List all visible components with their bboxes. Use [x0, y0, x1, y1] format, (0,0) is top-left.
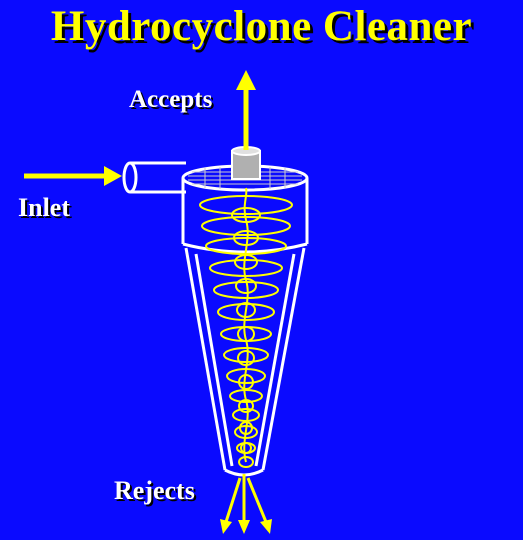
- accepts-label: Accepts: [129, 86, 213, 113]
- inlet-label: Inlet: [18, 193, 70, 222]
- vortex-finder: [231, 146, 261, 180]
- spiral-flow: [199, 187, 293, 468]
- rejects-label: Rejects: [114, 476, 195, 505]
- accepts-arrow: [236, 70, 256, 150]
- cyclone-cone: [184, 247, 306, 477]
- rejects-arrows: [220, 474, 272, 534]
- page-title: Hydrocyclone Cleaner: [50, 3, 473, 50]
- inlet-arrow: [24, 166, 122, 186]
- inlet-pipe: [122, 161, 186, 194]
